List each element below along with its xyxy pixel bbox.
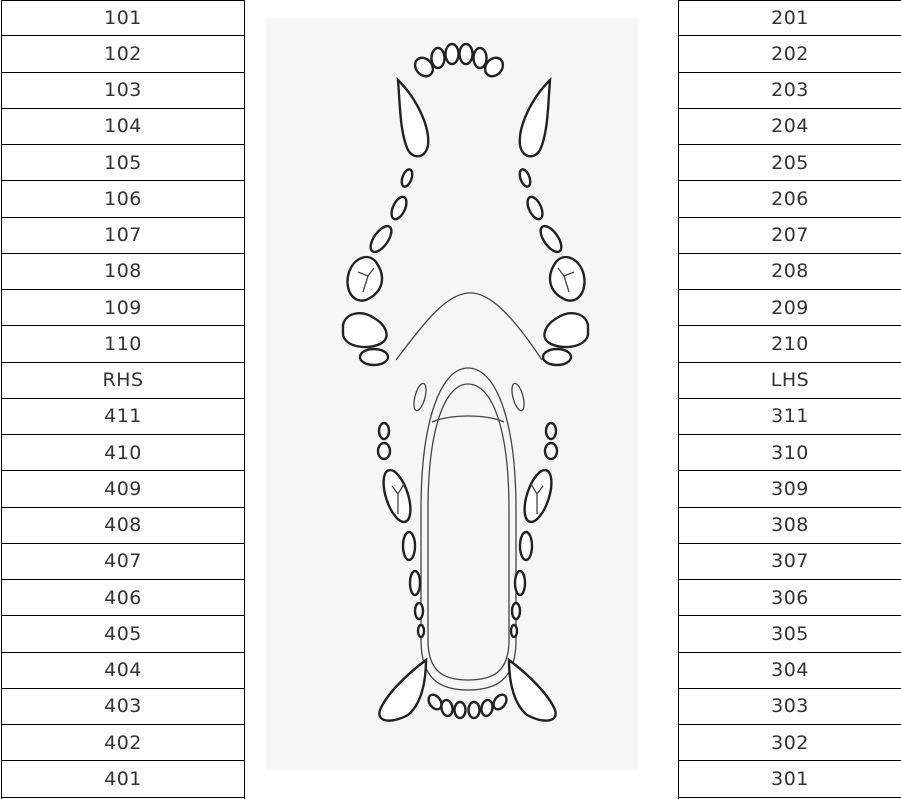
- tooth-number-cell: 302: [679, 725, 901, 761]
- tooth-number-cell: 206: [679, 181, 901, 217]
- tooth-number-cell: 203: [679, 73, 901, 109]
- lower-premolar-right-2: [410, 571, 420, 595]
- tooth-number-cell: 209: [679, 290, 901, 326]
- dental-chart: [246, 0, 677, 799]
- lower-premolar-left-4: [511, 625, 517, 637]
- tooth-number-cell: 405: [2, 616, 244, 652]
- tooth-number-cell: 103: [2, 73, 244, 109]
- tooth-number-cell: 309: [679, 471, 901, 507]
- tooth-number-cell: 402: [2, 725, 244, 761]
- lower-incisor-l1: [469, 702, 480, 718]
- lower-molar-right-2: [378, 443, 390, 459]
- lower-premolar-left-2: [515, 571, 525, 595]
- tooth-number-cell: 106: [2, 181, 244, 217]
- upper-incisor-l2: [474, 48, 487, 68]
- tooth-number-cell: 210: [679, 326, 901, 362]
- upper-carnassial-right: [348, 257, 382, 301]
- upper-carnassial-left: [550, 257, 584, 301]
- tooth-number-cell: 306: [679, 580, 901, 616]
- tooth-number-cell: 303: [679, 689, 901, 725]
- tooth-number-cell: 204: [679, 109, 901, 145]
- lower-molar-right-1: [379, 423, 389, 439]
- lower-premolar-left-1: [520, 532, 532, 560]
- tooth-number-cell: 202: [679, 36, 901, 72]
- lower-premolar-right-3: [415, 603, 423, 619]
- tooth-number-cell: RHS: [2, 363, 244, 399]
- tooth-number-cell: 304: [679, 653, 901, 689]
- tooth-number-cell: 403: [2, 689, 244, 725]
- tooth-number-cell: 102: [2, 36, 244, 72]
- lower-molar-left-1: [546, 423, 556, 439]
- tooth-number-cell: 401: [2, 761, 244, 797]
- tooth-number-cell: 208: [679, 254, 901, 290]
- upper-incisor-l1: [460, 44, 473, 64]
- tooth-number-cell: 105: [2, 145, 244, 181]
- tooth-number-cell: 207: [679, 218, 901, 254]
- tooth-number-cell: LHS: [679, 363, 901, 399]
- tooth-number-cell: 305: [679, 616, 901, 652]
- upper-molar-left-2: [543, 349, 571, 365]
- tooth-number-cell: 404: [2, 653, 244, 689]
- tooth-number-cell: 410: [2, 435, 244, 471]
- lower-premolar-left-3: [512, 603, 520, 619]
- tooth-number-cell: 308: [679, 508, 901, 544]
- upper-incisor-r2: [432, 48, 445, 68]
- tooth-number-cell: 104: [2, 109, 244, 145]
- tooth-number-cell: 107: [2, 218, 244, 254]
- dental-chart-diagram: [246, 0, 677, 799]
- tooth-number-cell: 409: [2, 471, 244, 507]
- tooth-number-cell: 406: [2, 580, 244, 616]
- tooth-number-cell: 201: [679, 0, 901, 36]
- tooth-number-cell: 310: [679, 435, 901, 471]
- tooth-number-cell: 408: [2, 508, 244, 544]
- upper-incisor-r1: [446, 44, 459, 64]
- chart-background: [266, 18, 638, 770]
- tooth-number-cell: 110: [2, 326, 244, 362]
- tooth-number-cell: 301: [679, 761, 901, 797]
- tooth-number-cell: 109: [2, 290, 244, 326]
- upper-molar-right-2: [360, 349, 388, 365]
- lower-incisor-r1: [455, 702, 466, 718]
- tooth-number-cell: 411: [2, 399, 244, 435]
- tooth-number-cell: 108: [2, 254, 244, 290]
- lower-premolar-right-1: [403, 532, 415, 560]
- tooth-number-cell: 101: [2, 0, 244, 36]
- lower-molar-left-2: [545, 443, 557, 459]
- lower-premolar-right-4: [418, 625, 424, 637]
- tooth-number-cell: 205: [679, 145, 901, 181]
- tooth-number-cell: 307: [679, 544, 901, 580]
- tooth-number-cell: 311: [679, 399, 901, 435]
- tooth-number-cell: 407: [2, 544, 244, 580]
